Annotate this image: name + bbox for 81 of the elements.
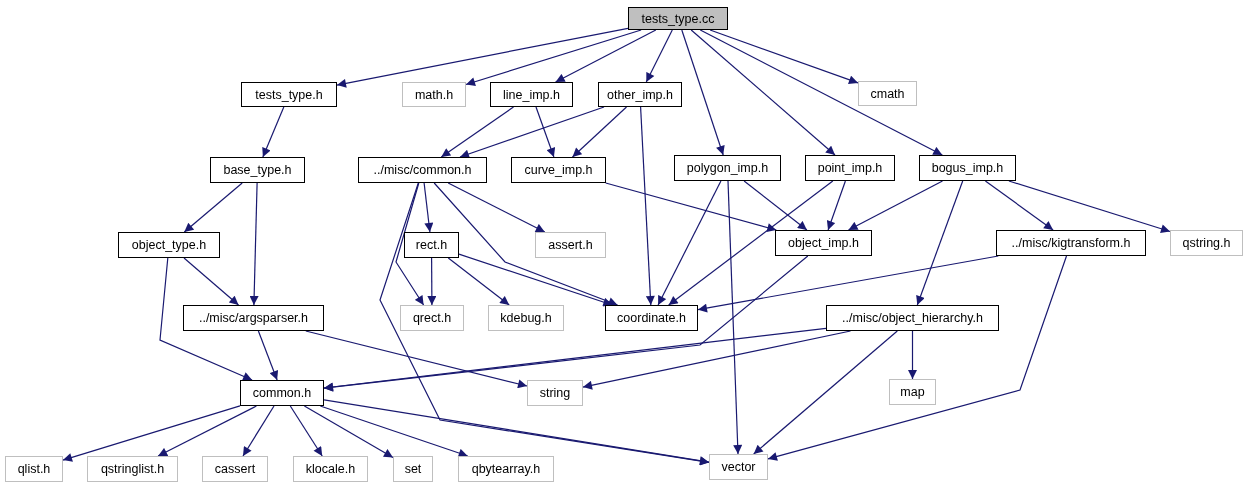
file-node: rect.h: [404, 232, 459, 258]
arrow: [323, 399, 710, 466]
arrow: [305, 330, 528, 389]
arrow: [395, 182, 425, 306]
arrow: [427, 257, 437, 306]
file-node: bogus_imp.h: [919, 155, 1016, 181]
file-node: base_type.h: [210, 157, 305, 183]
file-node: object_type.h: [118, 232, 220, 258]
arrow: [916, 180, 964, 306]
file-node: other_imp.h: [598, 82, 682, 107]
file-node: qstring.h: [1170, 230, 1243, 256]
file-node: kdebug.h: [488, 305, 564, 331]
file-node: math.h: [402, 82, 466, 107]
file-node: qbytearray.h: [458, 456, 554, 482]
arrow: [727, 180, 743, 455]
arrow: [668, 180, 834, 306]
arrow: [571, 106, 628, 158]
arrow: [690, 29, 836, 156]
arrow: [159, 257, 253, 381]
arrow: [447, 182, 546, 233]
file-node: qstringlist.h: [87, 456, 178, 482]
arrow: [826, 180, 846, 231]
file-node: klocale.h: [293, 456, 368, 482]
file-node: object_imp.h: [775, 230, 872, 256]
arrow: [699, 29, 943, 156]
arrow: [440, 106, 515, 158]
arrow: [262, 106, 285, 158]
arrow: [605, 182, 777, 232]
arrow: [743, 180, 808, 231]
file-node: ../misc/kigtransform.h: [996, 230, 1146, 256]
file-node: set: [393, 456, 433, 482]
arrow: [767, 255, 1068, 461]
arrow: [336, 27, 629, 88]
file-node: string: [527, 380, 583, 406]
arrow: [423, 182, 434, 233]
arrow: [319, 405, 469, 458]
file-node: qrect.h: [400, 305, 464, 331]
arrow: [323, 327, 827, 392]
file-node: common.h: [240, 380, 324, 406]
arrow: [183, 182, 243, 233]
file-node: vector: [709, 454, 768, 480]
file-node: point_imp.h: [805, 155, 895, 181]
arrow: [847, 180, 944, 231]
arrow: [242, 405, 275, 457]
arrow: [1008, 180, 1171, 234]
arrow: [984, 180, 1054, 231]
arrow: [289, 405, 323, 457]
arrow: [433, 182, 619, 306]
file-node: tests_type.cc: [628, 7, 728, 30]
file-node: map: [889, 379, 936, 405]
arrow: [681, 29, 725, 156]
file-node: line_imp.h: [490, 82, 573, 107]
file-node: cassert: [202, 456, 268, 482]
file-node: tests_type.h: [241, 82, 337, 107]
arrow: [157, 405, 257, 457]
file-node: coordinate.h: [605, 305, 698, 331]
arrow: [697, 255, 999, 313]
arrow: [62, 405, 241, 462]
file-node: qlist.h: [5, 456, 63, 482]
file-node: ../misc/common.h: [358, 157, 487, 183]
file-node: assert.h: [535, 232, 606, 258]
arrow: [535, 106, 556, 158]
file-node: polygon_imp.h: [674, 155, 781, 181]
arrow: [303, 405, 394, 458]
file-node: cmath: [858, 81, 917, 106]
file-node: ../misc/object_hierarchy.h: [826, 305, 999, 331]
arrow: [465, 29, 642, 87]
arrow: [709, 29, 859, 85]
arrow: [249, 182, 259, 306]
arrow: [645, 29, 673, 83]
arrow: [447, 257, 510, 306]
arrow: [908, 330, 917, 380]
arrow: [257, 330, 279, 381]
arrow: [459, 106, 605, 159]
arrow: [657, 180, 722, 306]
arrow: [753, 330, 898, 455]
arrow: [640, 106, 655, 306]
file-node: ../misc/argsparser.h: [183, 305, 324, 331]
arrow: [183, 257, 240, 306]
arrow: [555, 29, 657, 83]
file-node: curve_imp.h: [511, 157, 606, 183]
